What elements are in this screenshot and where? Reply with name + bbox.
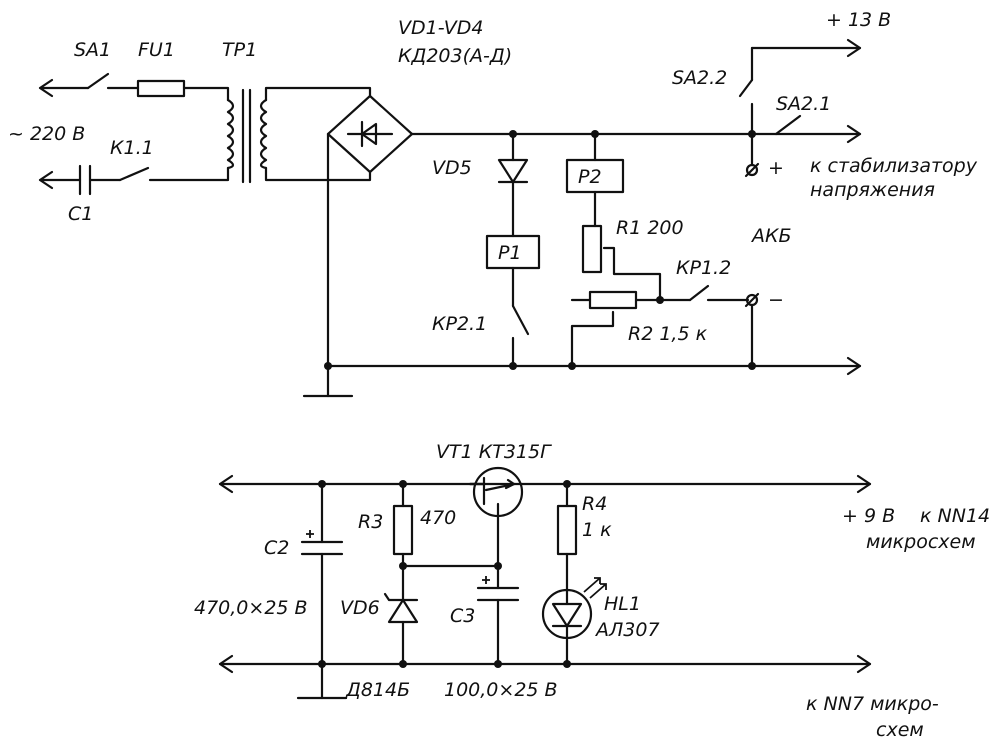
- label-c3-value: 100,0×25 В: [444, 679, 558, 701]
- label-mains: ~ 220 В: [8, 123, 85, 145]
- label-kd203: КД203(А-Д): [398, 45, 512, 67]
- label-minus-terminal: −: [768, 289, 784, 311]
- label-c2: С2: [264, 537, 289, 559]
- label-p1: Р1: [498, 242, 522, 264]
- transistor-vt1: [468, 466, 524, 570]
- label-c2-value: 470,0×25 В: [194, 597, 308, 619]
- label-r4-value: 1 к: [582, 519, 612, 541]
- label-sa22: SA2.2: [672, 67, 727, 89]
- battery-terminals-akb: [744, 130, 760, 370]
- resistor-r4-led-hl1: [541, 480, 607, 668]
- component-labels: SA1 FU1 TP1 VD1-VD4 КД203(А-Д) + 13 В SA…: [8, 9, 990, 741]
- label-fu1: FU1: [138, 39, 175, 61]
- label-r3-value: 470: [420, 507, 456, 529]
- label-r4: R4: [582, 493, 607, 515]
- label-r3: R3: [358, 511, 383, 533]
- bus-ground-lower: [218, 654, 872, 700]
- label-r1: R1 200: [616, 217, 684, 239]
- label-to-stabilizer-2: напряжения: [810, 179, 935, 201]
- label-hl1: HL1: [604, 593, 641, 615]
- capacitor-c3: [476, 564, 520, 668]
- label-to-nn14-1: к NN14: [920, 505, 990, 527]
- label-d814: Д814Б: [345, 679, 410, 701]
- resistor-r3-zener-vd6: [383, 480, 500, 668]
- diode-bridge-vd1-vd4: [302, 94, 862, 398]
- label-to-stabilizer-1: к стабилизатору: [810, 155, 978, 177]
- label-plus-terminal: +: [768, 157, 784, 179]
- bus-plus9v: [218, 474, 872, 494]
- transformer-tp1: [226, 86, 372, 184]
- label-to-nn7-2: схем: [876, 719, 924, 741]
- label-kp12: КР1.2: [676, 257, 731, 279]
- label-al307: АЛ307: [594, 619, 660, 641]
- label-sa21: SA2.1: [776, 93, 831, 115]
- label-plus9v: + 9 В: [842, 505, 895, 527]
- label-tp1: TP1: [222, 39, 257, 61]
- label-vd5: VD5: [432, 157, 472, 179]
- label-k11: К1.1: [110, 137, 154, 159]
- label-p2: Р2: [578, 166, 602, 188]
- label-akb: АКБ: [750, 225, 792, 247]
- capacitor-c2: [300, 480, 344, 668]
- switch-sa2: [738, 38, 862, 144]
- label-vd1-vd4: VD1-VD4: [398, 17, 484, 39]
- label-vt1: VT1 КТ315Г: [436, 441, 552, 463]
- branch-vd5-p1: [485, 130, 541, 370]
- label-kp21: КР2.1: [432, 313, 487, 335]
- label-sa1: SA1: [74, 39, 111, 61]
- ground-bus-upper: [324, 356, 862, 376]
- label-r2: R2 1,5 к: [628, 323, 708, 345]
- label-to-nn7-1: к NN7 микро-: [806, 693, 939, 715]
- branch-p2-r1-r2: [565, 130, 750, 370]
- label-c1: С1: [68, 203, 93, 225]
- mains-input-section: [38, 72, 230, 196]
- label-plus13v: + 13 В: [826, 9, 891, 31]
- label-to-nn14-2: микросхем: [866, 531, 976, 553]
- label-c3: С3: [450, 605, 475, 627]
- label-vd6: VD6: [340, 597, 380, 619]
